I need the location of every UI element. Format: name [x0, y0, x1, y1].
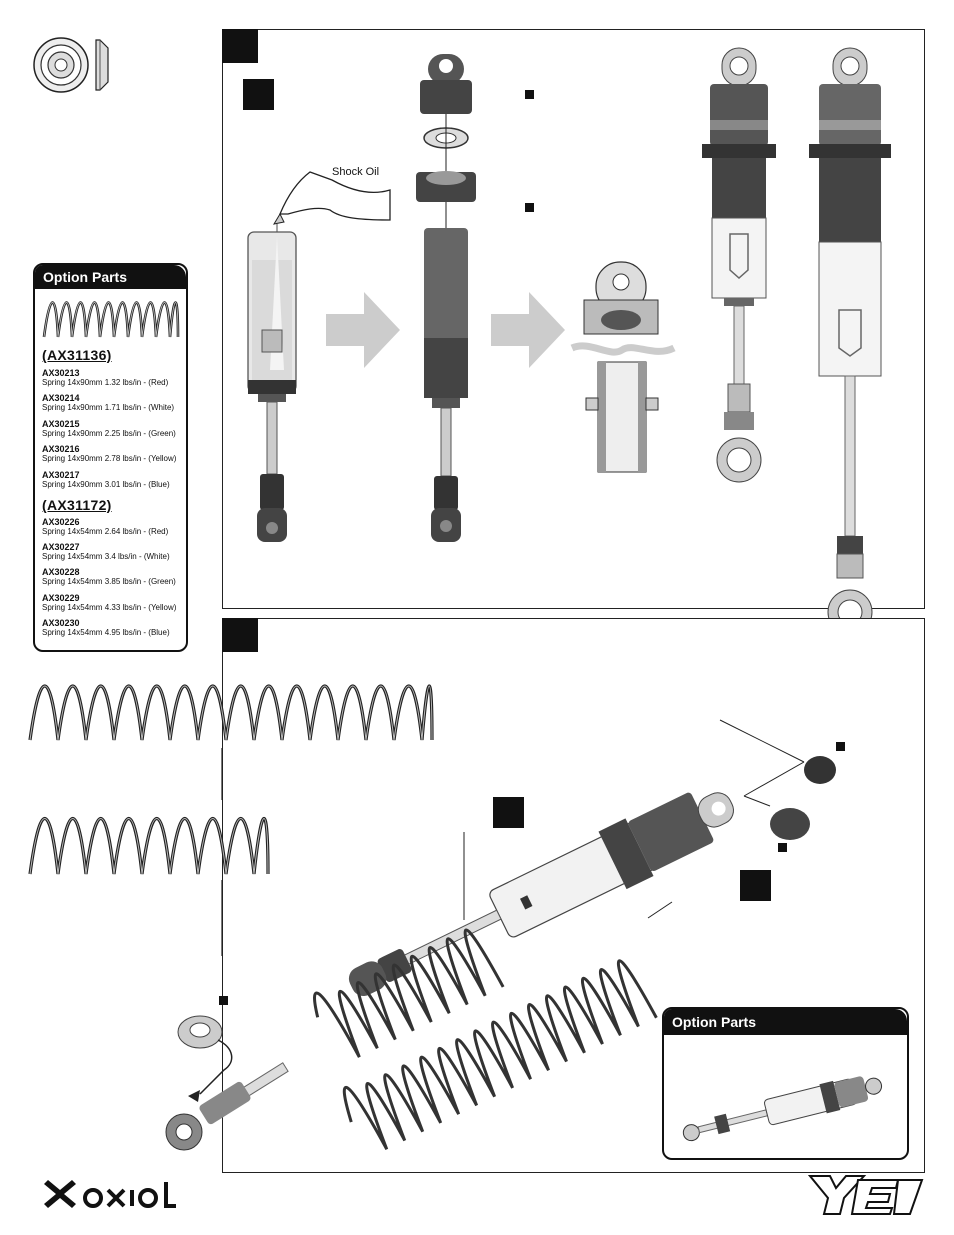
part-description: Spring 14x54mm 4.95 lbs/in - (Blue) [42, 628, 170, 637]
sub-step-box [493, 797, 524, 828]
shock-cap-assembly-icon [416, 54, 476, 542]
axial-logo-icon [44, 1180, 176, 1208]
part-description: Spring 14x54mm 3.4 lbs/in - (White) [42, 552, 170, 561]
part-number: AX30227 [42, 542, 80, 552]
step-number-box [222, 29, 258, 63]
option-shock-icon [682, 1076, 883, 1142]
part-number: AX30226 [42, 517, 80, 527]
yeti-logo-icon [807, 1175, 924, 1215]
bump-stop-part-icon [33, 37, 109, 93]
callout-marker [219, 996, 228, 1005]
shock-body-filling-icon [247, 171, 391, 542]
part-description: Spring 14x90mm 1.71 lbs/in - (White) [42, 403, 175, 412]
option-parts-list-panel: Option Parts (AX31136) AX30213 Spring 14… [33, 263, 188, 652]
shock-cutaway-icon [570, 261, 676, 473]
callout-marker [525, 203, 534, 212]
sub-step-box [740, 870, 771, 901]
sub-step-box [243, 79, 274, 110]
callout-marker [525, 90, 534, 99]
shock-spring-assembly-icon [313, 756, 836, 1150]
part-number: AX30215 [42, 419, 80, 429]
kit-number: (AX31172) [42, 497, 112, 513]
callout-marker [778, 843, 787, 852]
part-number: AX30228 [42, 567, 80, 577]
part-description: Spring 14x90mm 3.01 lbs/in - (Blue) [42, 480, 170, 489]
assembled-shock-long-icon [809, 47, 891, 635]
option-parts-inset-panel: Option Parts [662, 1007, 909, 1160]
part-number: AX30229 [42, 593, 80, 603]
arrow-right-icon [491, 292, 565, 368]
callout-marker [836, 742, 845, 751]
short-spring-icon [28, 817, 270, 875]
part-description: Spring 14x54mm 3.85 lbs/in - (Green) [42, 577, 176, 586]
part-number: AX30213 [42, 368, 80, 378]
part-description: Spring 14x90mm 1.32 lbs/in - (Red) [42, 378, 169, 387]
option-parts-inset-title: Option Parts [664, 1009, 907, 1035]
part-number: AX30214 [42, 393, 80, 403]
arrow-right-icon [326, 292, 400, 368]
spring-illustration-icon [42, 301, 180, 338]
part-description: Spring 14x54mm 2.64 lbs/in - (Red) [42, 527, 169, 536]
step-1-panel [222, 29, 925, 609]
part-number: AX30216 [42, 444, 80, 454]
part-number: AX30217 [42, 470, 80, 480]
shock-oil-label: Shock Oil [332, 166, 380, 178]
part-description: Spring 14x90mm 2.78 lbs/in - (Yellow) [42, 454, 177, 463]
rod-end-detail-icon [165, 1015, 289, 1151]
part-description: Spring 14x54mm 4.33 lbs/in - (Yellow) [42, 603, 177, 612]
long-spring-icon [28, 684, 434, 741]
step-number-box [222, 618, 258, 652]
part-description: Spring 14x90mm 2.25 lbs/in - (Green) [42, 429, 176, 438]
kit-number: (AX31136) [42, 347, 112, 363]
option-parts-list-title: Option Parts [35, 265, 186, 289]
part-number: AX30230 [42, 618, 80, 628]
assembled-shock-short-icon [702, 47, 776, 483]
